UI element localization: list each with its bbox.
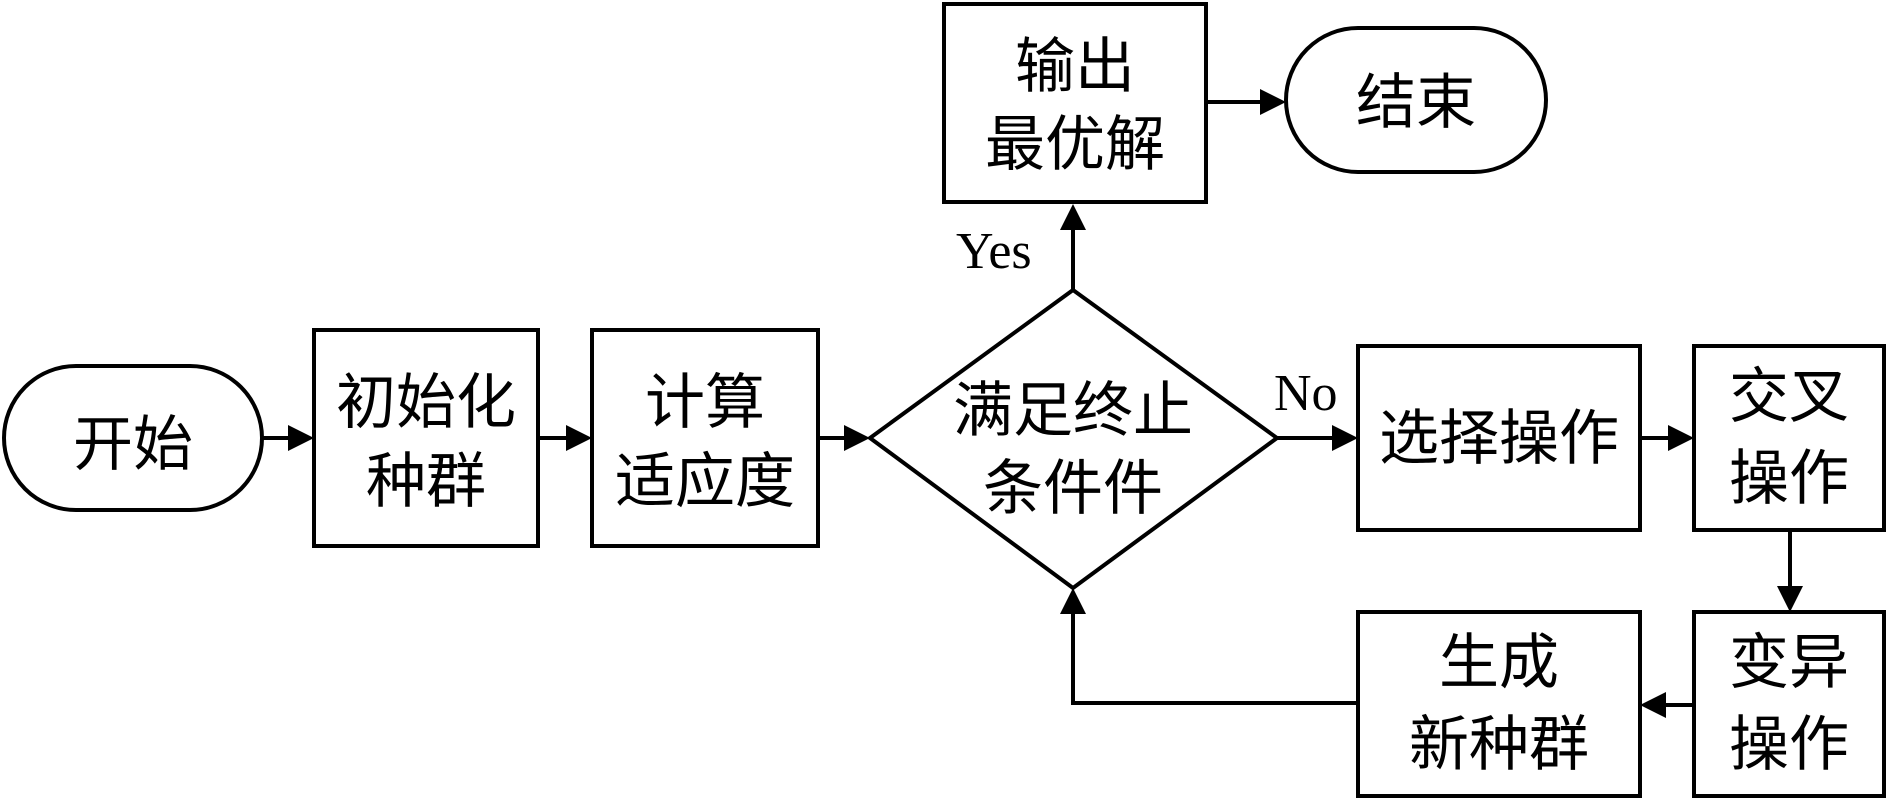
compute-fitness-line-1: 计算 [645, 368, 765, 438]
termination-decision-line-2: 条件件 [983, 454, 1163, 524]
arrowhead [1260, 89, 1286, 115]
crossover-line-2: 操作 [1729, 444, 1849, 514]
compute-fitness-node: 计算 适应度 [590, 328, 820, 548]
end-node: 结束 [1284, 26, 1548, 174]
mutation-node: 变异 操作 [1692, 610, 1886, 798]
edges [262, 89, 1803, 718]
edge-label-yes: Yes [956, 223, 1032, 280]
new-population-line-1: 生成 [1439, 628, 1559, 698]
compute-fitness-line-2: 适应度 [615, 447, 795, 517]
start-label: 开始 [73, 410, 193, 480]
start-shape [2, 364, 264, 512]
mutation-line-2: 操作 [1729, 710, 1849, 780]
end-label: 结束 [1356, 68, 1476, 138]
init-population-line-2: 种群 [366, 447, 486, 517]
arrowhead [1777, 586, 1803, 612]
selection-shape [1356, 344, 1642, 532]
arrowhead [1060, 588, 1086, 614]
end-shape [1284, 26, 1548, 174]
termination-decision-line-1: 满足终止 [953, 376, 1193, 446]
arrowhead [1668, 425, 1694, 451]
selection-label: 选择操作 [1379, 404, 1619, 474]
output-best-node: 输出 最优解 [942, 2, 1208, 204]
selection-node: 选择操作 [1356, 344, 1642, 532]
arrowhead [1640, 692, 1666, 718]
arrowhead [1060, 204, 1086, 230]
init-population-node: 初始化 种群 [312, 328, 540, 548]
arrowhead [566, 425, 592, 451]
init-population-line-1: 初始化 [336, 368, 516, 438]
edge-newpop-decision [1071, 612, 1358, 705]
termination-decision-shape [866, 287, 1281, 591]
mutation-shape [1692, 610, 1886, 798]
new-population-shape [1356, 610, 1642, 798]
new-population-node: 生成 新种群 [1356, 610, 1642, 798]
new-population-line-2: 新种群 [1409, 710, 1589, 780]
output-best-line-1: 输出 [1015, 32, 1135, 102]
output-best-line-2: 最优解 [985, 110, 1165, 180]
start-node: 开始 [2, 364, 264, 512]
compute-fitness-shape [590, 328, 820, 548]
arrowhead [288, 425, 314, 451]
mutation-line-1: 变异 [1729, 628, 1849, 698]
edge-label-no: No [1274, 365, 1338, 422]
crossover-node: 交叉 操作 [1692, 344, 1886, 532]
crossover-shape [1692, 344, 1886, 532]
crossover-line-1: 交叉 [1729, 362, 1849, 432]
output-best-shape [942, 2, 1208, 204]
arrowhead [844, 425, 870, 451]
arrowhead [1332, 425, 1358, 451]
termination-decision-node: 满足终止 条件件 [866, 287, 1281, 591]
init-population-shape [312, 328, 540, 548]
